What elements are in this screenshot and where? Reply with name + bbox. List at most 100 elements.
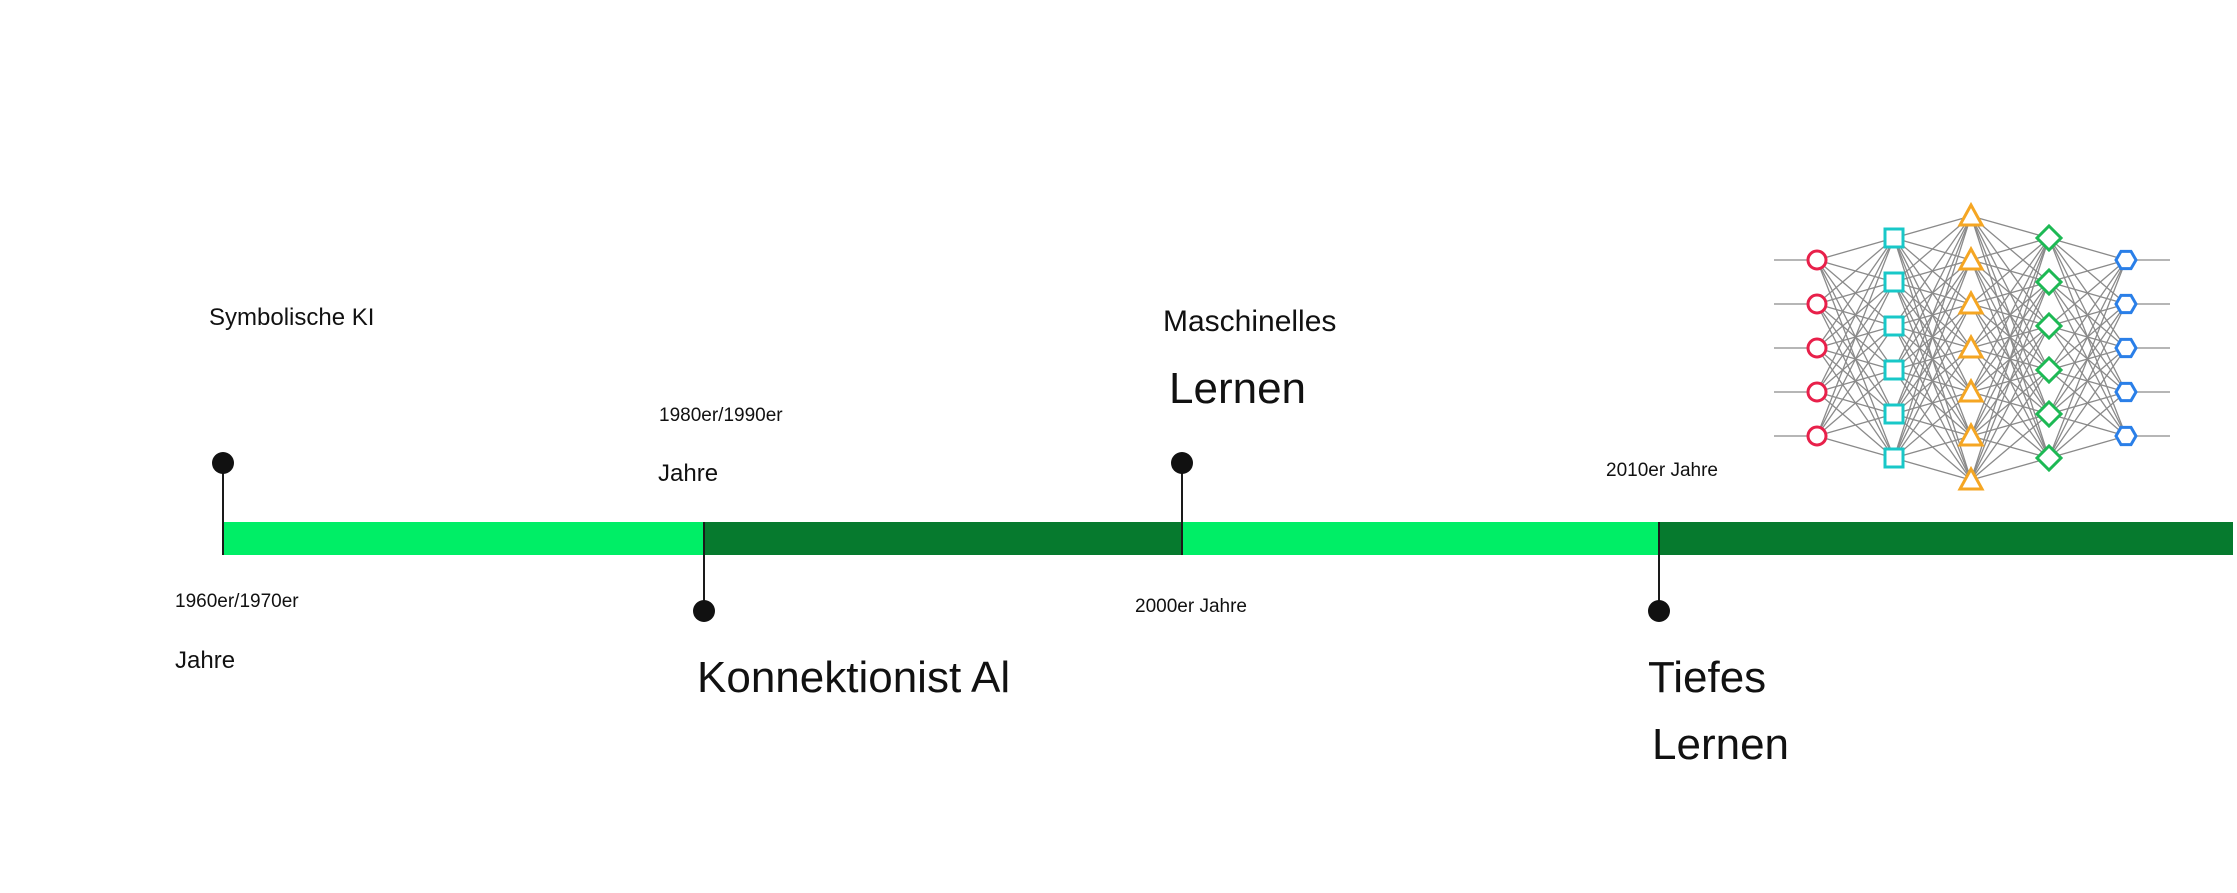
network-edge	[2048, 259, 2127, 327]
network-edge	[1970, 237, 2050, 349]
marker-stem-1	[222, 463, 224, 555]
network-edge	[1893, 259, 1972, 459]
network-edge	[1970, 457, 2050, 481]
era-date-2010s: 2010er Jahre	[1606, 460, 1718, 481]
era-date-1980s: 1980er/1990er	[659, 405, 783, 426]
network-edge	[1970, 237, 2050, 481]
era-title-machine-learning-line2: Lernen	[1169, 364, 1307, 413]
network-edge	[2048, 303, 2127, 459]
era-date-1960s-suffix: Jahre	[175, 647, 236, 674]
hexagon-node	[2114, 425, 2138, 447]
timeline-segment-1	[222, 522, 705, 555]
circle-node	[1806, 337, 1828, 359]
neural-network-illustration	[1774, 201, 2170, 491]
diamond-node	[2034, 443, 2064, 473]
network-edge	[2048, 435, 2127, 459]
network-edge	[1893, 215, 1972, 283]
network-edge	[2048, 259, 2127, 415]
network-edge	[2048, 259, 2127, 459]
triangle-node	[1957, 201, 1985, 227]
network-edge	[1816, 369, 1895, 437]
network-edge	[1970, 281, 2050, 481]
network-edge	[1970, 237, 2050, 393]
square-node	[1883, 227, 1905, 249]
marker-stem-4	[1658, 522, 1660, 612]
marker-dot-4	[1648, 600, 1670, 622]
network-edge	[2048, 347, 2127, 459]
diamond-node	[2034, 223, 2064, 253]
network-edge	[1893, 435, 1972, 459]
network-edge	[1970, 369, 2050, 481]
diamond-node	[2034, 399, 2064, 429]
marker-dot-1	[212, 452, 234, 474]
square-node	[1883, 447, 1905, 469]
triangle-node	[1957, 465, 1985, 491]
network-edge	[1893, 215, 1972, 415]
hexagon-node	[2114, 381, 2138, 403]
hexagon-node	[2114, 249, 2138, 271]
era-title-deep-learning-line2: Lernen	[1652, 720, 1790, 769]
diamond-node	[2034, 355, 2064, 385]
triangle-node	[1957, 333, 1985, 359]
network-edge	[1893, 215, 1972, 459]
triangle-node	[1957, 245, 1985, 271]
square-node	[1883, 271, 1905, 293]
network-edge	[1816, 281, 1895, 437]
circle-node	[1806, 249, 1828, 271]
era-title-connectionist-ai: Konnektionist Al	[697, 653, 1011, 702]
network-edge	[1893, 391, 1972, 459]
triangle-node	[1957, 421, 1985, 447]
network-edges	[1774, 215, 2170, 481]
marker-dot-2	[693, 600, 715, 622]
hexagon-node	[2114, 293, 2138, 315]
square-node	[1883, 403, 1905, 425]
network-edge	[1816, 237, 1895, 437]
network-edge	[1893, 215, 1972, 371]
network-edge	[1816, 325, 1895, 437]
network-edge	[1970, 237, 2050, 305]
network-edge	[1970, 215, 2050, 239]
network-edge	[2048, 259, 2127, 371]
triangle-node	[1957, 377, 1985, 403]
network-edge	[1893, 215, 1972, 327]
network-edge	[1893, 303, 1972, 459]
network-edge	[2048, 237, 2127, 261]
marker-stem-3	[1181, 463, 1183, 555]
hexagon-node	[2114, 337, 2138, 359]
diamond-node	[2034, 267, 2064, 297]
square-node	[1883, 359, 1905, 381]
network-nodes	[1806, 201, 2138, 491]
network-edge	[1893, 347, 1972, 459]
network-edge	[1816, 413, 1895, 437]
era-title-symbolic-ai: Symbolische KI	[209, 304, 375, 331]
square-node	[1883, 315, 1905, 337]
network-edge	[1816, 237, 1895, 305]
circle-node	[1806, 425, 1828, 447]
circle-node	[1806, 381, 1828, 403]
circle-node	[1806, 293, 1828, 315]
era-date-1960s: 1960er/1970er	[175, 591, 299, 612]
era-date-2000s: 2000er Jahre	[1135, 596, 1247, 617]
timeline-segment-4	[1659, 522, 2233, 555]
timeline-segment-2	[705, 522, 1182, 555]
network-edge	[1816, 237, 1895, 349]
triangle-node	[1957, 289, 1985, 315]
network-edge	[1970, 325, 2050, 481]
network-edge	[1893, 457, 1972, 481]
network-edge	[1970, 237, 2050, 261]
era-date-1980s-suffix: Jahre	[658, 460, 719, 487]
network-edge	[1970, 413, 2050, 481]
network-edge	[1816, 237, 1895, 393]
era-title-deep-learning-line1: Tiefes	[1648, 653, 1767, 702]
network-edge	[1893, 215, 1972, 239]
diamond-node	[2034, 311, 2064, 341]
network-edge	[2048, 259, 2127, 283]
marker-dot-3	[1171, 452, 1193, 474]
network-edge	[1816, 237, 1895, 261]
network-edge	[1970, 237, 2050, 437]
era-title-machine-learning-line1: Maschinelles	[1163, 305, 1337, 338]
timeline-segment-3	[1182, 522, 1659, 555]
marker-stem-2	[703, 522, 705, 612]
network-edge	[2048, 391, 2127, 459]
network-edge	[1816, 435, 1895, 459]
